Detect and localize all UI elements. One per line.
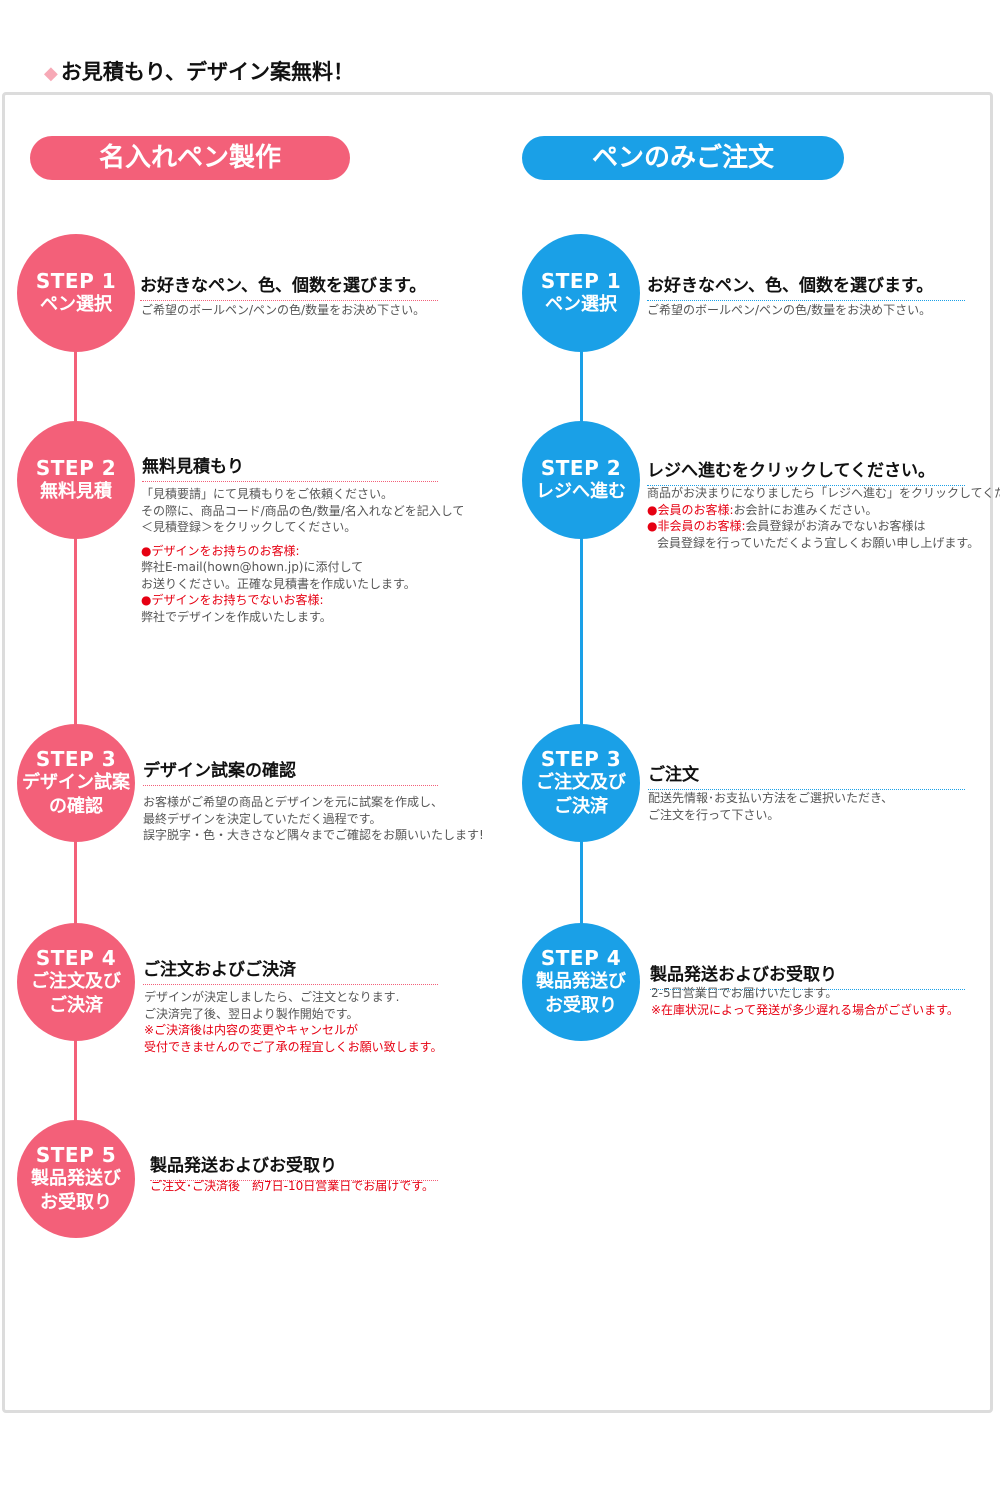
right-step-3-title: ご注文 <box>648 760 965 790</box>
step-number: STEP 3 <box>35 747 117 771</box>
body-line: 商品がお決まりになりましたら「レジへ進む」をクリックしてください。 <box>647 486 1000 500</box>
right-step-4-circle: STEP 4 製品発送び お受取り <box>522 923 640 1041</box>
body-line: 弊社でデザインを作成いたします。 <box>141 609 332 624</box>
section-title-pen-only: ペンのみご注文 <box>522 136 844 180</box>
step-number: STEP 5 <box>35 1143 117 1167</box>
body-line: ご希望のボールペン/ペンの色/数量をお決め下さい。 <box>647 303 932 317</box>
body-line: 配送先情報･お支払い方法をご選択いただき、 <box>648 791 894 805</box>
step-label: お受取り <box>40 1192 112 1213</box>
body-line: 「見積要請」にて見積もりをご依頼ください。 <box>141 487 394 501</box>
flow-panel <box>2 92 993 1413</box>
left-step-3-circle: STEP 3 デザイン試案 の確認 <box>17 724 135 842</box>
step-number: STEP 1 <box>35 269 117 293</box>
left-step-2-body: 「見積要請」にて見積もりをご依頼ください。 その際に、商品コード/商品の色/数量… <box>141 486 464 625</box>
step-label: ご注文及び <box>536 772 626 793</box>
warning-line: ご注文･ご決済後 約7日-10日営業日でお届けです。 <box>150 1179 435 1193</box>
page-heading: ◆お見積もり、デザイン案無料！ <box>44 56 354 86</box>
step-number: STEP 4 <box>35 946 117 970</box>
note-heading: ●デザインをお持ちのお客様: <box>141 543 300 558</box>
left-step-3-title: デザイン試案の確認 <box>143 756 438 786</box>
body-line: ＜見積登録＞をクリックしてください。 <box>141 520 357 534</box>
warning-line: ※在庫状況によって発送が多少遅れる場合がございます。 <box>651 1002 959 1017</box>
body-line: その際に、商品コード/商品の色/数量/名入れなどを記入して <box>141 503 465 518</box>
right-step-3-body: 配送先情報･お支払い方法をご選択いただき、 ご注文を行って下さい。 <box>648 790 893 823</box>
nonmember-text: 会員登録がお済みでないお客様は <box>745 519 926 533</box>
left-step-4-circle: STEP 4 ご注文及び ご決済 <box>17 923 135 1041</box>
body-line: 誤字脱字・色・大きさなど隅々までご確認をお願いいたします! <box>143 828 484 842</box>
left-step-5-title: 製品発送およびお受取り <box>150 1151 438 1181</box>
nonmember-heading: ●非会員のお客様: <box>647 519 746 533</box>
left-step-2-title: 無料見積もり <box>142 452 438 482</box>
left-step-1-circle: STEP 1 ペン選択 <box>17 234 135 352</box>
right-step-3-circle: STEP 3 ご注文及び ご決済 <box>522 724 640 842</box>
step-label: 製品発送び <box>536 971 626 992</box>
left-step-3-body: お客様がご希望の商品とデザインを元に試案を作成し、 最終デザインを決定していただ… <box>143 794 484 844</box>
warning-line: ※ご決済後は内容の変更やキャンセルが <box>144 1023 359 1037</box>
diamond-icon: ◆ <box>44 63 58 84</box>
step-number: STEP 4 <box>540 946 622 970</box>
right-step-1-body: ご希望のボールペン/ペンの色/数量をお決め下さい。 <box>647 302 931 319</box>
body-line: ご注文を行って下さい。 <box>648 807 780 822</box>
right-step-1-title: お好きなペン、色、個数を選びます。 <box>647 271 965 301</box>
left-step-5-body: ご注文･ご決済後 約7日-10日営業日でお届けです。 <box>150 1178 434 1195</box>
step-label: ペン選択 <box>40 294 112 315</box>
step-number: STEP 3 <box>540 747 622 771</box>
body-line: デザインが決定しましたら、ご注文となります. <box>144 990 400 1004</box>
left-step-1-title: お好きなペン、色、個数を選びます。 <box>140 271 438 301</box>
section-title-custom-pen: 名入れペン製作 <box>30 136 350 180</box>
left-step-4-body: デザインが決定しましたら、ご注文となります. ご決済完了後、翌日より製作開始です… <box>144 989 442 1055</box>
body-line: 弊社E-mail(hown@hown.jp)に添付して <box>141 560 364 574</box>
page-heading-text: お見積もり、デザイン案無料！ <box>60 60 355 84</box>
step-label: ペン選択 <box>545 294 617 315</box>
step-number: STEP 2 <box>35 456 117 480</box>
right-step-1-circle: STEP 1 ペン選択 <box>522 234 640 352</box>
left-step-5-circle: STEP 5 製品発送び お受取り <box>17 1120 135 1238</box>
note-heading: ●デザインをお持ちでないお客様: <box>141 593 324 607</box>
member-heading: ●会員のお客様: <box>647 502 734 517</box>
body-line: お客様がご希望の商品とデザインを元に試案を作成し、 <box>143 795 444 809</box>
right-step-2-body: 商品がお決まりになりましたら「レジへ進む」をクリックしてください。 ●会員のお客… <box>647 485 1000 551</box>
nonmember-line: ●非会員のお客様:会員登録がお済みでないお客様は <box>647 518 1000 535</box>
right-timeline-line <box>580 350 583 980</box>
right-step-2-title: レジへ進むをクリックしてください。 <box>647 456 965 486</box>
body-line: ご決済完了後、翌日より製作開始です。 <box>144 1006 359 1021</box>
left-step-1-body: ご希望のボールペン/ペンの色/数量をお決め下さい。 <box>141 302 425 319</box>
right-step-2-circle: STEP 2 レジへ進む <box>522 421 640 539</box>
step-label: デザイン試案 <box>22 772 130 793</box>
warning-line: 受付できませんのでご了承の程宜しくお願い致します。 <box>144 1039 443 1054</box>
left-step-2-circle: STEP 2 無料見積 <box>17 421 135 539</box>
body-line: 会員登録を行っていただくよう宜しくお願い申し上げます。 <box>657 535 980 550</box>
step-label: レジへ進む <box>536 481 626 502</box>
step-label: 製品発送び <box>31 1168 121 1189</box>
step-label: 無料見積 <box>40 481 112 502</box>
body-line: お送りください。正確な見積書を作成いたします。 <box>141 576 416 591</box>
right-step-4-title: 製品発送およびお受取り <box>650 960 965 990</box>
member-text: お会計にお進みください。 <box>733 502 878 517</box>
right-step-4-body: 2-5日営業日でお届けいたします。 ※在庫状況によって発送が多少遅れる場合がござ… <box>651 985 959 1018</box>
left-step-4-title: ご注文およびご決済 <box>143 955 438 985</box>
step-label: ご決済 <box>554 796 608 817</box>
step-label: ご決済 <box>49 995 103 1016</box>
step-number: STEP 1 <box>540 269 622 293</box>
step-label: ご注文及び <box>31 971 121 992</box>
body-line: 最終デザインを決定していただく過程です。 <box>143 811 382 826</box>
member-line: ●会員のお客様:お会計にお進みください。 <box>647 502 1000 519</box>
step-number: STEP 2 <box>540 456 622 480</box>
body-line: 2-5日営業日でお届けいたします。 <box>651 986 838 1000</box>
body-line: ご希望のボールペン/ペンの色/数量をお決め下さい。 <box>141 303 426 317</box>
step-label: の確認 <box>49 796 103 817</box>
step-label: お受取り <box>545 995 617 1016</box>
